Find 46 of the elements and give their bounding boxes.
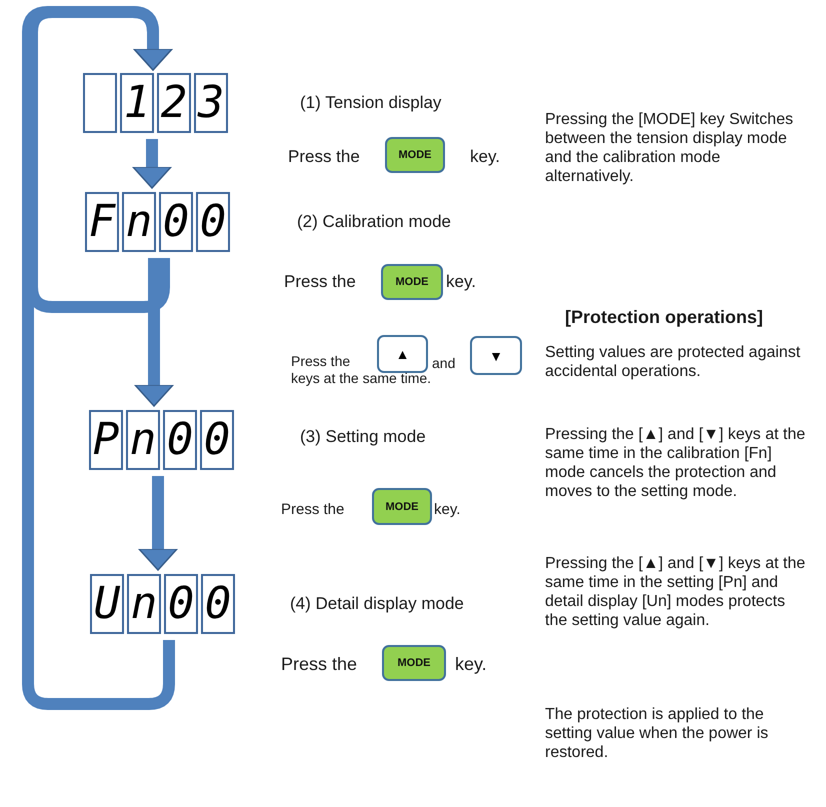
display-digit: 0 xyxy=(201,574,235,634)
mode-caption: (4) Detail display mode xyxy=(290,594,464,614)
display-digit: 2 xyxy=(157,73,191,133)
instruction-text: Press the xyxy=(288,147,360,167)
instruction-text: Press the xyxy=(284,272,356,292)
display-digit: U xyxy=(90,574,124,634)
display-digit: 0 xyxy=(164,574,198,634)
instruction-text: Press the xyxy=(281,501,344,518)
down-arrow xyxy=(132,139,172,189)
down-arrow xyxy=(138,476,178,571)
instruction-text: Press the xyxy=(291,353,350,370)
instruction-text: and xyxy=(432,355,456,372)
section-heading: [Protection operations] xyxy=(565,307,764,328)
note-text: Pressing the [MODE] key Switches between the tension display mode and the calibration mode alternatively. xyxy=(545,110,794,186)
display-digit: 0 xyxy=(163,410,197,470)
display-digit: F xyxy=(85,192,119,252)
down-arrow xyxy=(134,258,174,407)
display-digit: 0 xyxy=(196,192,230,252)
return-loop-arrow xyxy=(22,6,175,710)
mode-key: MODE xyxy=(381,264,443,300)
display-digit: 0 xyxy=(200,410,234,470)
instruction-text: keys at the same time. xyxy=(291,370,432,386)
mode-caption: (1) Tension display xyxy=(300,93,442,113)
note-text: The protection is applied to the setting value when the power is restored. xyxy=(545,705,770,762)
mode-key: MODE xyxy=(372,488,432,525)
display-digit: 0 xyxy=(159,192,193,252)
instruction-text: Press the xyxy=(281,654,358,675)
display-digit: P xyxy=(89,410,123,470)
display-digit: 3 xyxy=(194,73,228,133)
display-digit: n xyxy=(127,574,161,634)
display-digit: n xyxy=(122,192,156,252)
note-text: Setting values are protected against accidental operations. xyxy=(545,343,802,381)
instruction-text: key. xyxy=(446,272,476,292)
note-text: Pressing the [▲] and [▼] keys at the same time in the setting [Pn] and detail display [Un] modes protects the setting value again. xyxy=(545,554,806,630)
arrow-key: ▲ xyxy=(377,335,428,373)
arrow-key: ▼ xyxy=(470,336,522,375)
instruction-text: key. xyxy=(455,654,487,675)
mode-caption: (3) Setting mode xyxy=(300,427,426,447)
mode-key: MODE xyxy=(382,645,446,681)
instruction-text: key. xyxy=(434,501,460,518)
mode-caption: (2) Calibration mode xyxy=(297,212,452,232)
instruction-text: key. xyxy=(470,147,500,167)
note-text: Pressing the [▲] and [▼] keys at the same time in the calibration [Fn] mode cancels the protection and moves to the setting mode. xyxy=(545,425,806,501)
display-digit: 1 xyxy=(120,73,154,133)
display-digit: n xyxy=(126,410,160,470)
mode-key: MODE xyxy=(385,137,445,173)
